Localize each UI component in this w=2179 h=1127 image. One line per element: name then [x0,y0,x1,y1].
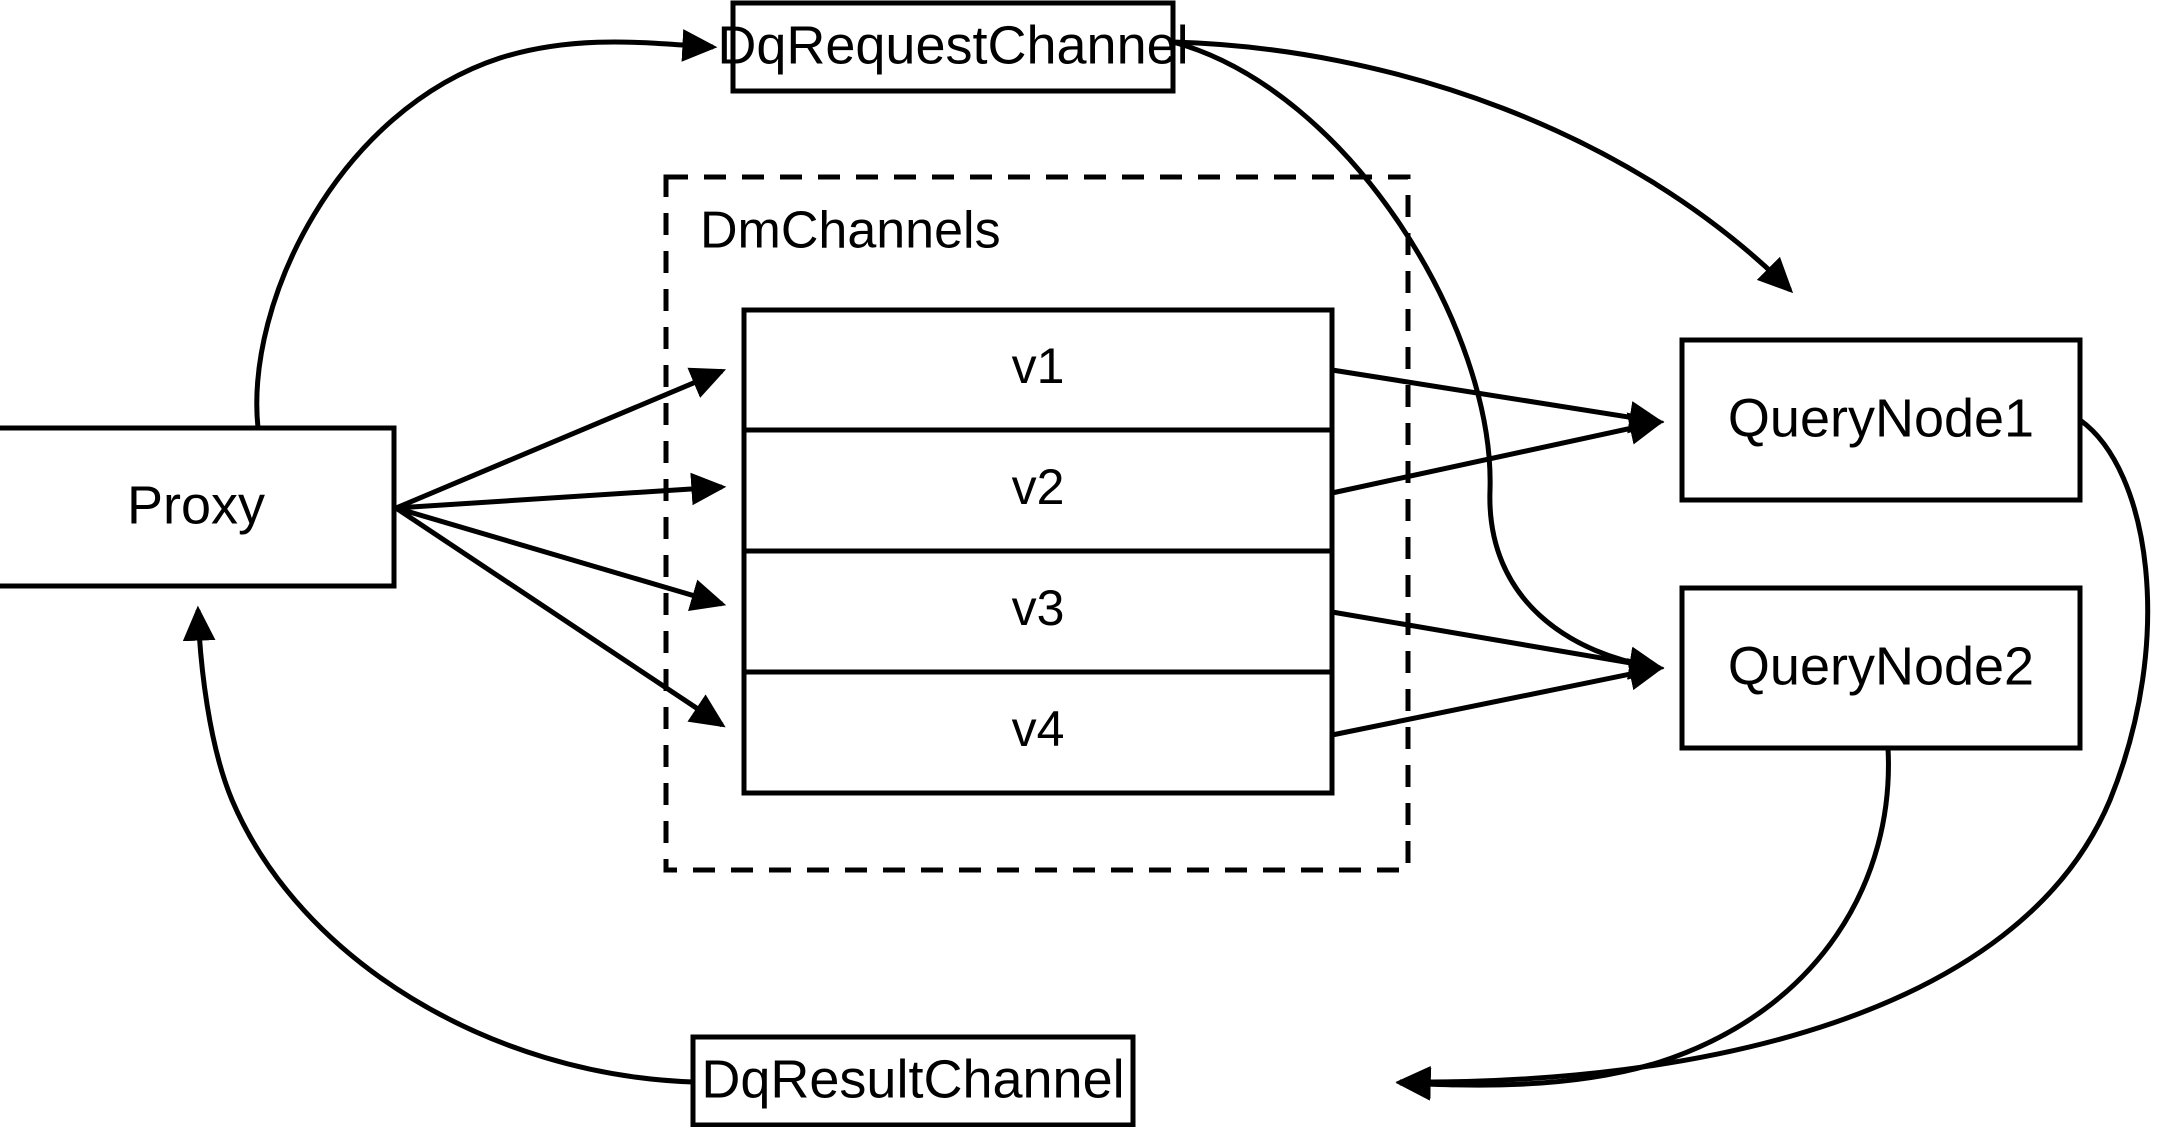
dq-request-channel-label: DqRequestChannel [717,15,1188,75]
dq-result-channel-box[interactable] [690,1034,1136,1127]
dq-result-channel-label: DqResultChannel [701,1049,1124,1109]
edge-v1-to-querynode1 [1331,367,1665,434]
edge-proxy-to-v4 [394,505,726,728]
query-node-1-label: QueryNode1 [1728,388,2034,448]
edge-dqrequestchannel-to-querynode1 [1172,39,1794,294]
edge-v2-to-querynode1 [1331,412,1665,496]
query-node-2-label: QueryNode2 [1728,636,2034,696]
channel-row-v3[interactable]: v3 [1012,580,1065,636]
edge-proxy-to-dqrequestchannel [254,29,718,429]
node-proxy[interactable]: Proxy [0,425,397,589]
query-node-1-box[interactable] [1679,337,2083,503]
node-query-node-1[interactable]: QueryNode1 [1679,337,2083,503]
channel-row-v1[interactable]: v1 [1012,338,1065,394]
proxy-label: Proxy [127,475,265,535]
node-query-node-2[interactable]: QueryNode2 [1679,585,2083,751]
proxy-box[interactable] [0,425,397,589]
edge-v3-to-querynode2 [1331,609,1665,679]
node-dq-result-channel[interactable]: DqResultChannel [690,1034,1136,1127]
edge-proxy-to-v1 [395,367,727,511]
channel-row-v2[interactable]: v2 [1012,459,1065,515]
query-node-2-box[interactable] [1679,585,2083,751]
edge-proxy-to-v3 [395,505,727,612]
edge-dqrequestchannel-to-querynode2 [1172,39,1665,680]
dq-request-channel-box[interactable] [730,0,1176,94]
node-dq-request-channel[interactable]: DqRequestChannel [717,0,1189,94]
edge-querynode1-to-dqresultchannel [1395,417,2151,1099]
dmchannels-group-label: DmChannels [700,202,1001,260]
edge-dqresultchannel-to-proxy [182,605,694,1085]
edge-v4-to-querynode2 [1331,658,1665,738]
channel-row-v4[interactable]: v4 [1012,701,1065,757]
edge-querynode2-to-dqresultchannel [1395,747,1891,1101]
dmchannels-group-box [663,174,1411,873]
